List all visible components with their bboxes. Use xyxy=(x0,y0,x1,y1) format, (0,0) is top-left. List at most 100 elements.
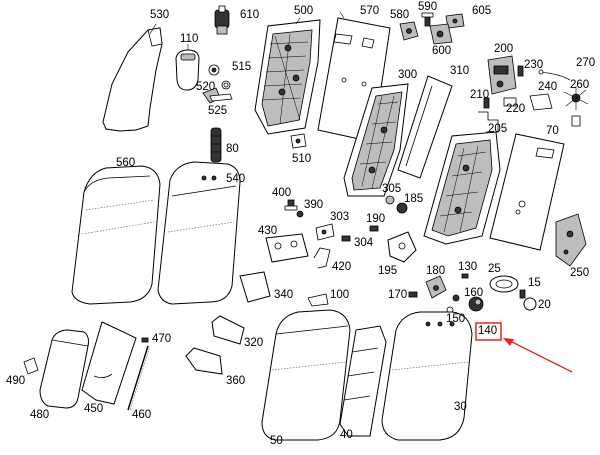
part-460-rod xyxy=(127,345,151,411)
label-195: 195 xyxy=(378,265,397,277)
label-70: 70 xyxy=(546,125,559,137)
label-303: 303 xyxy=(330,211,349,223)
label-470: 470 xyxy=(152,333,171,345)
part-515-bushing xyxy=(208,64,220,76)
label-580: 580 xyxy=(390,9,409,21)
label-480: 480 xyxy=(30,409,49,421)
part-510-clip xyxy=(290,133,307,149)
part-540-backrest-cushion xyxy=(157,161,241,305)
label-110: 110 xyxy=(180,33,198,45)
label-530: 530 xyxy=(150,9,169,21)
part-185-cap xyxy=(396,202,408,214)
part-580-bracket xyxy=(399,21,419,41)
label-260: 260 xyxy=(570,79,589,91)
label-420: 420 xyxy=(332,261,351,273)
part-480-side-panel xyxy=(39,329,89,409)
label-300: 300 xyxy=(398,69,417,81)
label-205: 205 xyxy=(488,123,507,135)
part-300-backrest-frame xyxy=(343,83,409,197)
highlight-arrow-shaft xyxy=(507,339,573,373)
label-560: 560 xyxy=(116,157,135,169)
part-400-screw xyxy=(284,199,298,211)
label-610: 610 xyxy=(240,9,259,21)
part-15-bolt xyxy=(519,289,526,299)
label-605: 605 xyxy=(472,5,491,17)
label-305: 305 xyxy=(382,183,401,195)
part-160-nut xyxy=(452,294,460,302)
label-400: 400 xyxy=(272,187,291,199)
label-525: 525 xyxy=(208,105,227,117)
part-240-bracket xyxy=(529,93,553,111)
label-185: 185 xyxy=(404,193,423,205)
label-170: 170 xyxy=(388,289,407,301)
part-500-backrest-frame xyxy=(254,17,321,135)
highlight-arrow-head xyxy=(503,338,514,346)
part-525-release-lever xyxy=(202,87,233,104)
label-190: 190 xyxy=(366,213,385,225)
label-430: 430 xyxy=(258,225,277,237)
part-360-trim xyxy=(185,347,223,375)
part-30-seat-cushion xyxy=(381,311,473,441)
label-310: 310 xyxy=(450,65,469,77)
part-310-side-panel xyxy=(397,75,453,179)
label-230: 230 xyxy=(524,59,543,71)
label-590: 590 xyxy=(418,1,437,13)
label-320: 320 xyxy=(244,337,263,349)
label-40: 40 xyxy=(340,429,353,441)
label-210: 210 xyxy=(470,89,489,101)
label-130: 130 xyxy=(458,261,477,273)
label-240: 240 xyxy=(538,81,557,93)
label-180: 180 xyxy=(426,265,445,277)
label-250: 250 xyxy=(570,267,589,279)
label-540: 540 xyxy=(226,173,245,185)
part-130-screw xyxy=(461,273,469,279)
part-100-bracket xyxy=(307,293,329,307)
part-260-star-knob xyxy=(563,86,589,127)
part-25-ring xyxy=(489,275,519,293)
part-303-bracket xyxy=(315,223,335,241)
label-600: 600 xyxy=(432,45,451,57)
part-backrest-frame-right xyxy=(423,131,501,245)
part-420-wire-hook xyxy=(313,247,331,269)
label-515: 515 xyxy=(232,61,251,73)
highlight-box xyxy=(475,322,502,341)
part-610-adjuster-knob xyxy=(214,5,230,35)
label-390: 390 xyxy=(304,199,323,211)
label-80: 80 xyxy=(226,143,239,155)
part-320-trim xyxy=(211,315,245,345)
label-450: 450 xyxy=(84,403,103,415)
label-15: 15 xyxy=(528,277,541,289)
part-270-cable xyxy=(538,69,571,81)
part-40-lower-rail xyxy=(339,325,387,437)
part-195-mount-bracket xyxy=(387,231,417,263)
part-140-seat-latch xyxy=(468,296,484,312)
label-30: 30 xyxy=(454,401,467,413)
part-200-recliner-mechanism xyxy=(487,55,517,95)
part-180-hinge xyxy=(425,275,447,299)
part-230-screw xyxy=(517,65,524,77)
part-530-side-trim xyxy=(102,23,163,132)
part-490-clip xyxy=(23,357,39,375)
label-500: 500 xyxy=(294,5,313,17)
label-200: 200 xyxy=(494,43,513,55)
part-520-grommet xyxy=(221,80,231,90)
label-340: 340 xyxy=(274,289,293,301)
label-570: 570 xyxy=(360,5,379,17)
part-50-seat-cushion xyxy=(261,309,351,441)
part-70-back-panel xyxy=(489,133,565,251)
part-250-side-bracket xyxy=(555,213,587,267)
part-470-clip xyxy=(141,337,149,343)
part-number-labels: 530 610 500 570 580 590 605 600 110 515 … xyxy=(6,1,595,447)
part-590-screw xyxy=(421,12,434,27)
part-450-rail xyxy=(81,321,137,405)
part-80-spring-pin xyxy=(210,127,222,163)
part-210-bolt xyxy=(483,97,490,109)
part-220-spacer xyxy=(503,97,517,107)
label-50: 50 xyxy=(270,435,283,447)
label-360: 360 xyxy=(226,375,245,387)
part-304-screw xyxy=(341,235,351,242)
label-25: 25 xyxy=(488,263,501,275)
label-150: 150 xyxy=(446,313,465,325)
part-600-latch xyxy=(429,23,453,45)
